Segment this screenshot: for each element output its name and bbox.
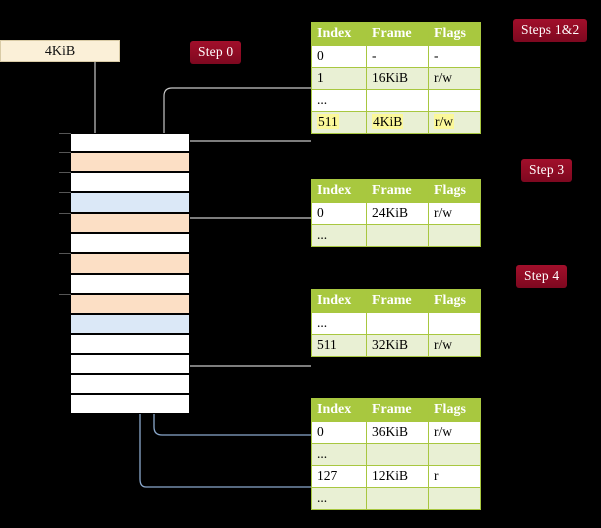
badge-step-0: Step 0	[190, 41, 242, 64]
cell-flags: r/w	[428, 334, 481, 357]
cell-index: ...	[311, 487, 367, 510]
memory-frame-row	[70, 192, 190, 213]
table-row: ...	[311, 224, 481, 247]
cell-flags	[428, 224, 481, 247]
cell-index: 511	[311, 111, 367, 134]
cell-frame: -	[366, 45, 429, 68]
column-header-flags: Flags	[428, 398, 481, 422]
memory-tick-mark	[59, 172, 71, 173]
cell-index: 511	[311, 334, 367, 357]
cell-flags	[428, 89, 481, 112]
cell-frame	[366, 89, 429, 112]
memory-tick-mark	[59, 192, 71, 193]
cell-index: ...	[311, 89, 367, 112]
memory-frame-row	[70, 172, 190, 192]
cell-frame	[366, 487, 429, 510]
table-row: ...	[311, 89, 481, 112]
badge-step-3: Step 3	[521, 159, 573, 182]
cell-index: ...	[311, 224, 367, 247]
column-header-flags: Flags	[428, 289, 481, 313]
column-header-flags: Flags	[428, 22, 481, 46]
memory-frame-row	[70, 233, 190, 253]
memory-frame-row	[70, 152, 190, 172]
column-header-index: Index	[311, 398, 367, 422]
memory-tick-mark	[59, 294, 71, 295]
memory-frame-row	[70, 274, 190, 294]
cell-frame: 32KiB	[366, 334, 429, 357]
cell-index: 0	[311, 421, 367, 444]
cell-index: 0	[311, 202, 367, 225]
memory-frame-row	[70, 374, 190, 394]
cell-frame: 24KiB	[366, 202, 429, 225]
cell-flags: r/w	[428, 111, 481, 134]
badge-step-4: Step 4	[516, 265, 568, 288]
table-row: 0--	[311, 45, 481, 68]
memory-tick-mark	[59, 133, 71, 134]
column-header-index: Index	[311, 179, 367, 203]
highlighted-value: r/w	[434, 114, 454, 129]
cell-flags	[428, 487, 481, 510]
memory-tick-mark	[59, 213, 71, 214]
highlighted-value: 511	[317, 114, 339, 129]
cell-flags: r/w	[428, 67, 481, 90]
table-row: ...	[311, 443, 481, 466]
source-frame-box: 4KiB	[0, 40, 120, 62]
cell-flags: r/w	[428, 421, 481, 444]
cell-index: ...	[311, 312, 367, 335]
cell-frame: 12KiB	[366, 465, 429, 488]
memory-frame-row	[70, 314, 190, 334]
column-header-frame: Frame	[366, 289, 429, 313]
memory-frame-row	[70, 213, 190, 233]
cell-flags: r/w	[428, 202, 481, 225]
cell-frame	[366, 224, 429, 247]
memory-tick-mark	[59, 152, 71, 153]
column-header-frame: Frame	[366, 398, 429, 422]
cell-frame: 16KiB	[366, 67, 429, 90]
cell-flags: r	[428, 465, 481, 488]
column-header-frame: Frame	[366, 22, 429, 46]
memory-frame-row	[70, 294, 190, 314]
cell-index: 1	[311, 67, 367, 90]
column-header-frame: Frame	[366, 179, 429, 203]
memory-frame-row	[70, 133, 190, 152]
table-row: ...	[311, 312, 481, 335]
cell-frame: 4KiB	[366, 111, 429, 134]
source-frame-label: 4KiB	[44, 44, 76, 59]
memory-frame-row	[70, 394, 190, 414]
column-header-index: Index	[311, 289, 367, 313]
memory-tick-mark	[59, 253, 71, 254]
badge-steps-1-2: Steps 1&2	[513, 19, 588, 42]
physical-memory-column	[70, 133, 190, 414]
cell-frame	[366, 312, 429, 335]
memory-frame-row	[70, 354, 190, 374]
cell-flags	[428, 443, 481, 466]
memory-frame-row	[70, 334, 190, 354]
highlighted-value: 4KiB	[372, 114, 404, 129]
column-header-index: Index	[311, 22, 367, 46]
cell-index: 127	[311, 465, 367, 488]
cell-index: ...	[311, 443, 367, 466]
cell-flags: -	[428, 45, 481, 68]
column-header-flags: Flags	[428, 179, 481, 203]
memory-frame-row	[70, 253, 190, 274]
cell-flags	[428, 312, 481, 335]
table-row: 511 4KiB r/w	[311, 111, 481, 134]
cell-frame: 36KiB	[366, 421, 429, 444]
cell-frame	[366, 443, 429, 466]
cell-index: 0	[311, 45, 367, 68]
table-row: ...	[311, 487, 481, 510]
